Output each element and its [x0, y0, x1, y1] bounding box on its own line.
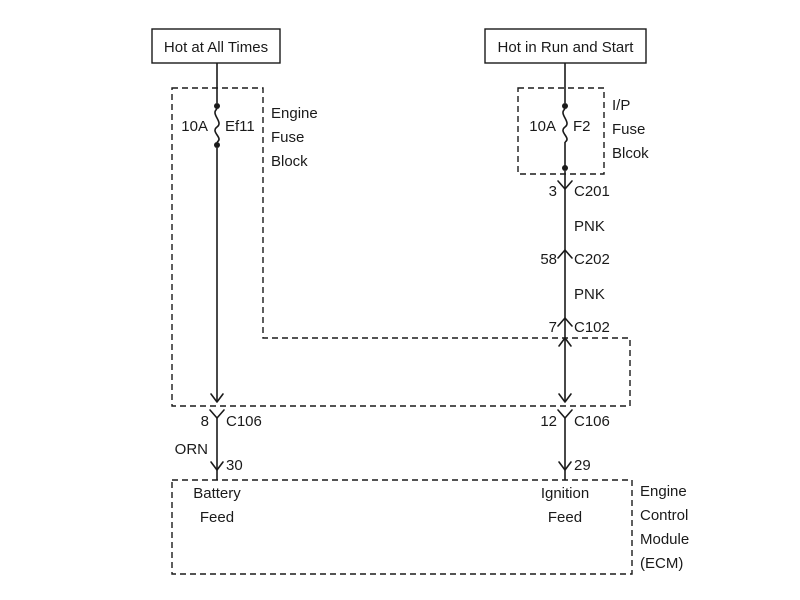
- ecm-pin-ignition: 29: [574, 457, 591, 474]
- connector-c202-name: C202: [574, 251, 610, 268]
- fuse-left-rating: 10A: [181, 118, 208, 135]
- ecm-battery-feed-label: Battery Feed: [193, 485, 241, 526]
- connector-c102-pin: 7: [549, 319, 557, 336]
- connector-c106-left-name: C106: [226, 413, 262, 430]
- svg-text:Feed: Feed: [200, 509, 234, 526]
- wire-color-pnk-2: PNK: [574, 286, 605, 303]
- svg-text:Engine: Engine: [271, 105, 318, 122]
- connector-c102-name: C102: [574, 319, 610, 336]
- svg-text:Control: Control: [640, 507, 688, 524]
- connector-c202-pin: 58: [540, 251, 557, 268]
- ip-fuse-block-outline: [517, 87, 605, 175]
- svg-text:Fuse: Fuse: [612, 121, 645, 138]
- connector-c201-name: C201: [574, 183, 610, 200]
- svg-text:Module: Module: [640, 531, 689, 548]
- connector-c201-pin: 3: [549, 183, 557, 200]
- connector-c106-right-name: C106: [574, 413, 610, 430]
- source-label-right: Hot in Run and Start: [498, 39, 635, 56]
- fuse-right-name: F2: [573, 118, 591, 135]
- ecm-pin-battery: 30: [226, 457, 243, 474]
- wire-color-pnk-1: PNK: [574, 218, 605, 235]
- engine-fuse-block-outline: [171, 87, 631, 407]
- ecm-outline: [171, 479, 633, 575]
- left-circuit: [209, 63, 225, 480]
- wire-color-orn: ORN: [175, 441, 208, 458]
- svg-text:Block: Block: [271, 153, 308, 170]
- ip-fuse-block-label: I/P Fuse Blcok: [612, 97, 649, 162]
- svg-text:Engine: Engine: [640, 483, 687, 500]
- connector-c106-right-pin: 12: [540, 413, 557, 430]
- svg-text:Feed: Feed: [548, 509, 582, 526]
- svg-text:I/P: I/P: [612, 97, 630, 114]
- connector-c106-left-pin: 8: [201, 413, 209, 430]
- svg-text:Fuse: Fuse: [271, 129, 304, 146]
- source-hot-in-run-and-start: Hot in Run and Start: [484, 28, 647, 64]
- engine-fuse-block-label: Engine Fuse Block: [271, 105, 318, 170]
- svg-text:Battery: Battery: [193, 485, 241, 502]
- source-label-left: Hot at All Times: [164, 39, 268, 56]
- fuse-left-name: Ef11: [225, 118, 255, 135]
- fuse-right-rating: 10A: [529, 118, 556, 135]
- source-hot-at-all-times: Hot at All Times: [151, 28, 281, 64]
- svg-text:Ignition: Ignition: [541, 485, 589, 502]
- ecm-ignition-feed-label: Ignition Feed: [541, 485, 589, 526]
- svg-text:Blcok: Blcok: [612, 145, 649, 162]
- ecm-label: Engine Control Module (ECM): [640, 483, 689, 572]
- svg-text:(ECM): (ECM): [640, 555, 683, 572]
- right-circuit: [557, 63, 573, 480]
